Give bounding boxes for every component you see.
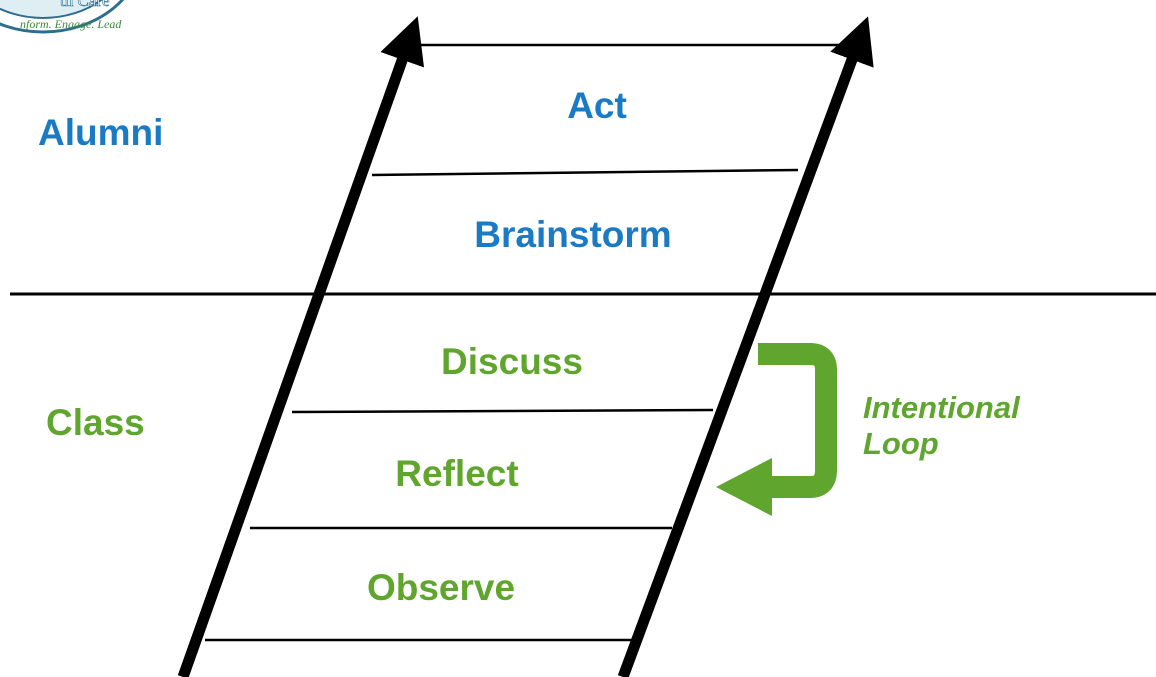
rung-line-act-brainstorm [371,168,799,177]
rung-label-brainstorm: Brainstorm [474,214,672,255]
rung-line-discuss-reflect [291,408,714,414]
rung-label-observe: Observe [366,567,516,608]
ladder-rail-left [177,16,425,677]
rung-label-discuss: Discuss [441,341,583,382]
svg-text:th Care: th Care [60,0,110,10]
svg-text:nform. Engage. Lead: nform. Engage. Lead [20,17,122,31]
intentional-loop-caption: Intentional Loop [863,390,1020,461]
rung-label-reflect: Reflect [395,453,519,494]
group-label-class: Class [46,402,145,443]
intentional-loop-arrow [752,343,837,498]
intentional-loop-arrowhead [716,458,772,516]
loop-caption-line-1: Intentional [863,390,1020,425]
loop-caption-line-2: Loop [863,425,939,461]
rung-label-act: Act [567,85,627,126]
organization-logo: th Care nform. Engage. Lead [0,0,125,34]
group-label-alumni: Alumni [38,112,164,153]
ladder-rail-right [617,16,874,677]
